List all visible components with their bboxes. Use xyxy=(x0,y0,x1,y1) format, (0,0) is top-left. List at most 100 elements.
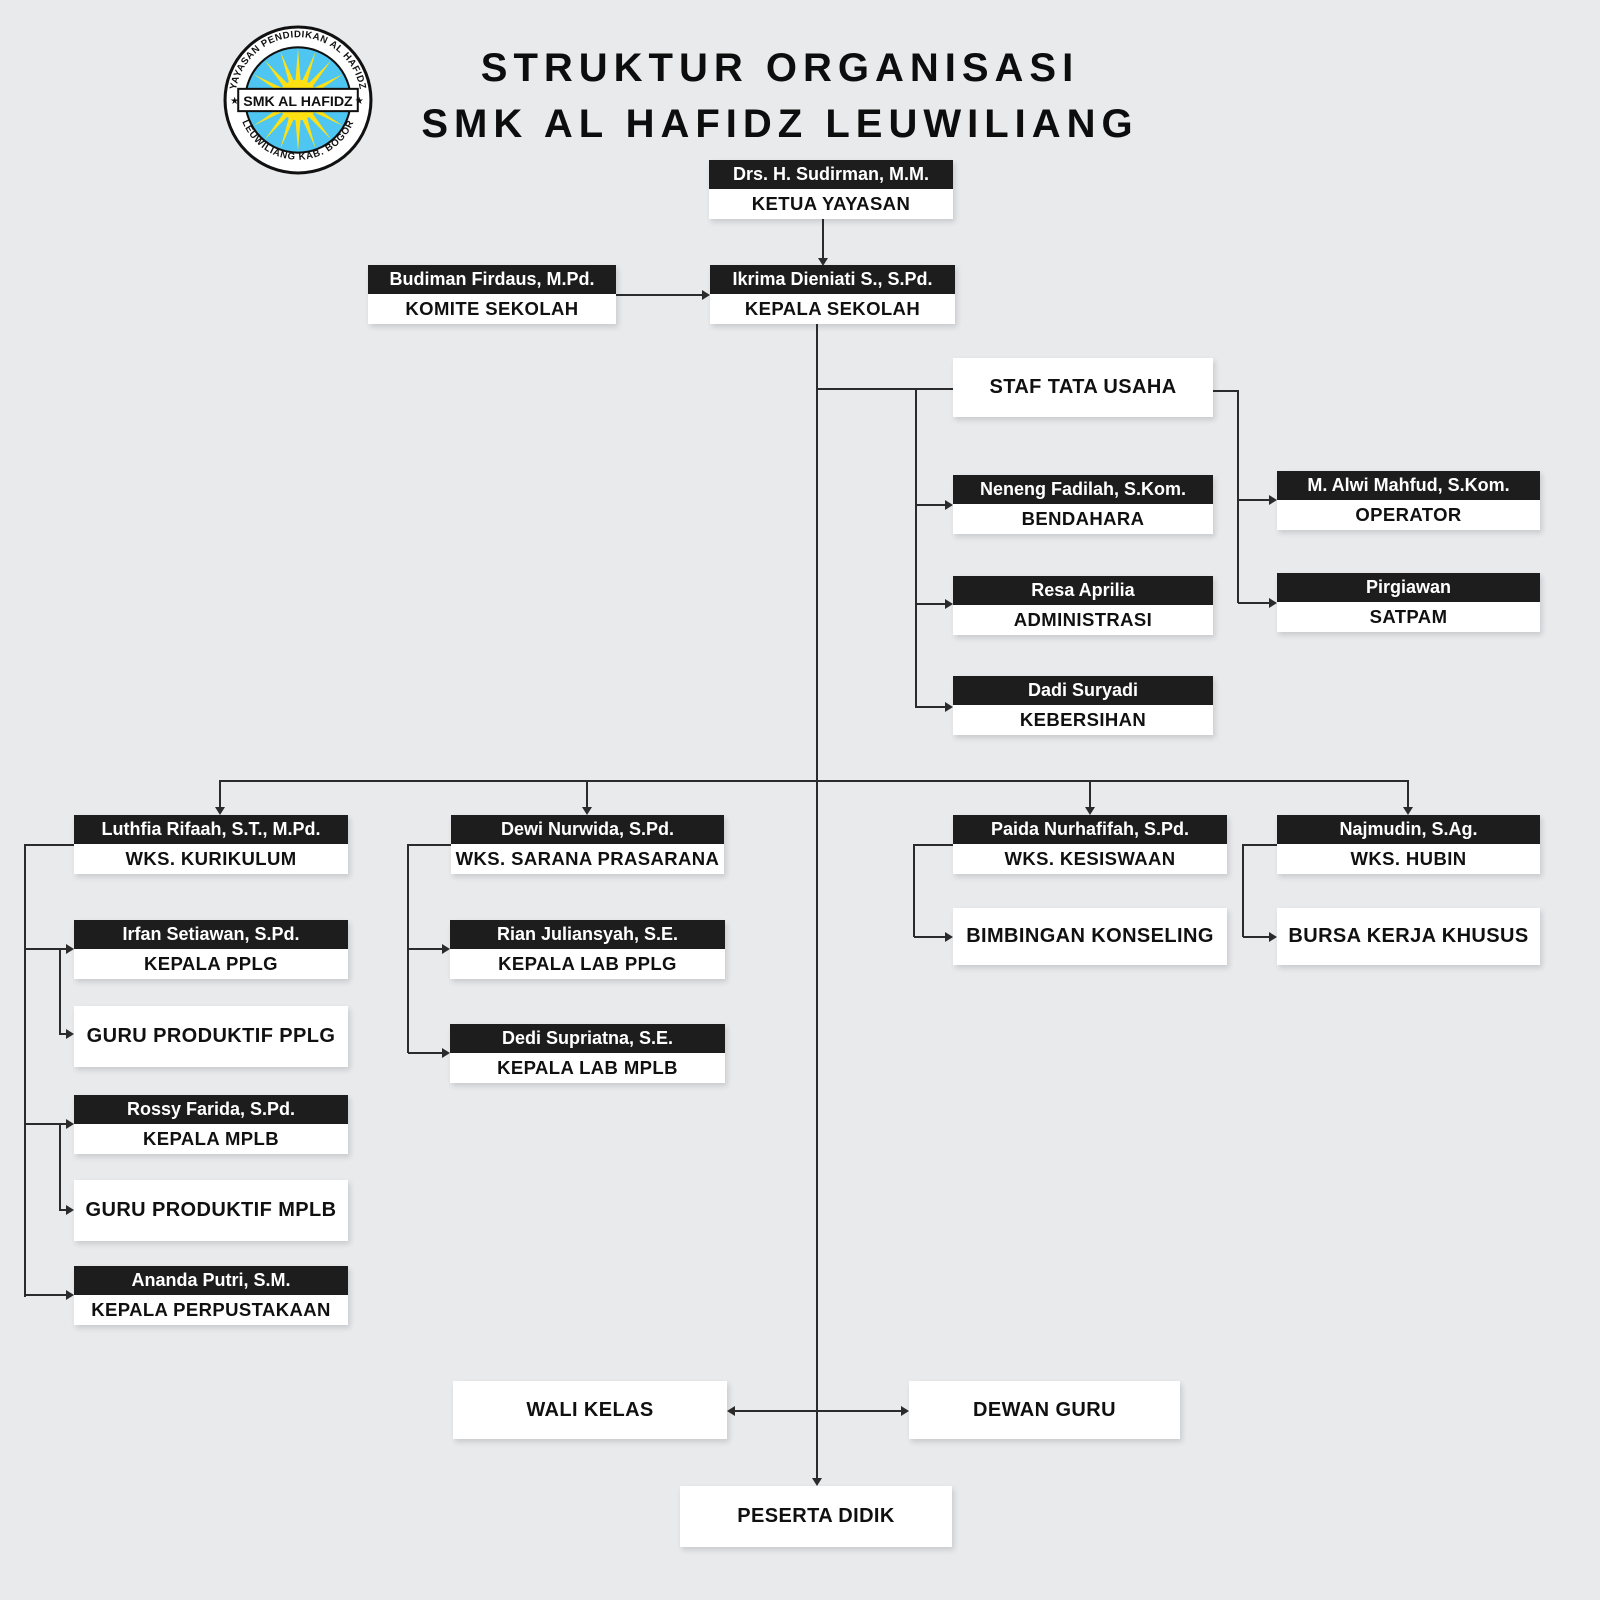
arrow-right-icon xyxy=(702,290,710,300)
arrow-right-icon xyxy=(945,599,953,609)
person-name: Luthfia Rifaah, S.T., M.Pd. xyxy=(74,815,348,844)
person-name: Najmudin, S.Ag. xyxy=(1277,815,1540,844)
person-role: KEPALA LAB PPLG xyxy=(450,949,725,979)
node-kepala-perpustakaan: Ananda Putri, S.M. KEPALA PERPUSTAKAAN xyxy=(74,1266,348,1325)
node-peserta-didik: PESERTA DIDIK xyxy=(680,1486,952,1547)
node-guru-produktif-pplg: GURU PRODUKTIF PPLG xyxy=(74,1006,348,1067)
node-kepala-mplb: Rossy Farida, S.Pd. KEPALA MPLB xyxy=(74,1095,348,1154)
logo-banner-text: SMK AL HAFIDZ xyxy=(243,94,353,110)
arrow-right-icon xyxy=(945,702,953,712)
node-wks-kesiswaan: Paida Nurhafifah, S.Pd. WKS. KESISWAAN xyxy=(953,815,1227,874)
arrow-down-icon xyxy=(812,1478,822,1486)
arrow-right-icon xyxy=(66,1119,74,1129)
person-role: KEPALA MPLB xyxy=(74,1124,348,1154)
node-staf-tata-usaha: STAF TATA USAHA xyxy=(953,358,1213,417)
person-name: Dedi Supriatna, S.E. xyxy=(450,1024,725,1053)
logo-banner xyxy=(237,87,359,113)
connector xyxy=(817,388,953,390)
connector xyxy=(59,1209,67,1211)
node-kepala-lab-mplb: Dedi Supriatna, S.E. KEPALA LAB MPLB xyxy=(450,1024,725,1083)
connector xyxy=(1238,602,1271,604)
person-role: KETUA YAYASAN xyxy=(709,189,953,219)
connector-spine xyxy=(816,324,818,1480)
node-komite-sekolah: Budiman Firdaus, M.Pd. KOMITE SEKOLAH xyxy=(368,265,616,324)
connector xyxy=(25,844,74,846)
person-role: KEPALA PERPUSTAKAAN xyxy=(74,1295,348,1325)
connector xyxy=(408,1052,443,1054)
person-role: ADMINISTRASI xyxy=(953,605,1213,635)
arrow-down-icon xyxy=(215,807,225,815)
node-administrasi: Resa Aprilia ADMINISTRASI xyxy=(953,576,1213,635)
node-kepala-sekolah: Ikrima Dieniati S., S.Pd. KEPALA SEKOLAH xyxy=(710,265,955,324)
connector xyxy=(408,844,451,846)
connector xyxy=(25,948,67,950)
person-role: KEPALA SEKOLAH xyxy=(710,294,955,324)
person-name: Irfan Setiawan, S.Pd. xyxy=(74,920,348,949)
person-name: M. Alwi Mahfud, S.Kom. xyxy=(1277,471,1540,500)
connector xyxy=(25,1294,67,1296)
arrow-right-icon xyxy=(1269,932,1277,942)
node-operator: M. Alwi Mahfud, S.Kom. OPERATOR xyxy=(1277,471,1540,530)
school-logo: SMK AL HAFIDZ YAYASAN PENDIDIKAN AL HAFI… xyxy=(223,25,373,175)
page-title: STRUKTUR ORGANISASI SMK AL HAFIDZ LEUWIL… xyxy=(420,40,1140,152)
person-name: Ananda Putri, S.M. xyxy=(74,1266,348,1295)
arrow-right-icon xyxy=(66,944,74,954)
arrow-right-icon xyxy=(442,1048,450,1058)
connector xyxy=(59,1033,67,1035)
connector xyxy=(1213,390,1239,392)
node-guru-produktif-mplb: GURU PRODUKTIF MPLB xyxy=(74,1180,348,1241)
connector xyxy=(916,504,947,506)
connector xyxy=(219,780,221,808)
connector xyxy=(1243,936,1270,938)
arrow-right-icon xyxy=(901,1406,909,1416)
person-name: Dewi Nurwida, S.Pd. xyxy=(451,815,724,844)
person-name: Dadi Suryadi xyxy=(953,676,1213,705)
person-name: Ikrima Dieniati S., S.Pd. xyxy=(710,265,955,294)
arrow-right-icon xyxy=(945,500,953,510)
connector xyxy=(25,1123,67,1125)
title-line-2: SMK AL HAFIDZ LEUWILIANG xyxy=(421,102,1139,146)
connector xyxy=(1238,499,1271,501)
connector xyxy=(1089,780,1091,808)
connector xyxy=(914,936,946,938)
node-bursa-kerja-khusus: BURSA KERJA KHUSUS xyxy=(1277,908,1540,965)
connector xyxy=(616,294,706,296)
node-dewan-guru: DEWAN GURU xyxy=(909,1381,1180,1439)
person-role: KEPALA LAB MPLB xyxy=(450,1053,725,1083)
person-role: BENDAHARA xyxy=(953,504,1213,534)
connector xyxy=(1407,780,1409,808)
arrow-left-icon xyxy=(727,1406,735,1416)
person-name: Pirgiawan xyxy=(1277,573,1540,602)
connector xyxy=(59,1124,61,1210)
connector xyxy=(822,219,824,261)
connector xyxy=(733,1410,903,1412)
connector xyxy=(586,780,588,808)
person-name: Paida Nurhafifah, S.Pd. xyxy=(953,815,1227,844)
connector xyxy=(1242,844,1244,937)
arrow-right-icon xyxy=(945,932,953,942)
person-role: KEBERSIHAN xyxy=(953,705,1213,735)
connector xyxy=(59,949,61,1034)
person-name: Drs. H. Sudirman, M.M. xyxy=(709,160,953,189)
logo-star-right: ★ xyxy=(355,96,364,107)
connector xyxy=(1243,844,1277,846)
arrow-down-icon xyxy=(1085,807,1095,815)
connector xyxy=(913,844,915,937)
person-name: Rian Juliansyah, S.E. xyxy=(450,920,725,949)
person-role: WKS. KURIKULUM xyxy=(74,844,348,874)
person-role: KOMITE SEKOLAH xyxy=(368,294,616,324)
title-line-1: STRUKTUR ORGANISASI xyxy=(480,46,1080,90)
arrow-right-icon xyxy=(1269,598,1277,608)
person-role: KEPALA PPLG xyxy=(74,949,348,979)
connector xyxy=(916,603,947,605)
node-kepala-pplg: Irfan Setiawan, S.Pd. KEPALA PPLG xyxy=(74,920,348,979)
arrow-right-icon xyxy=(66,1029,74,1039)
connector-distribution xyxy=(219,780,1409,782)
arrow-right-icon xyxy=(66,1290,74,1300)
person-role: WKS. HUBIN xyxy=(1277,844,1540,874)
node-satpam: Pirgiawan SATPAM xyxy=(1277,573,1540,632)
person-role: SATPAM xyxy=(1277,602,1540,632)
person-name: Budiman Firdaus, M.Pd. xyxy=(368,265,616,294)
person-role: OPERATOR xyxy=(1277,500,1540,530)
